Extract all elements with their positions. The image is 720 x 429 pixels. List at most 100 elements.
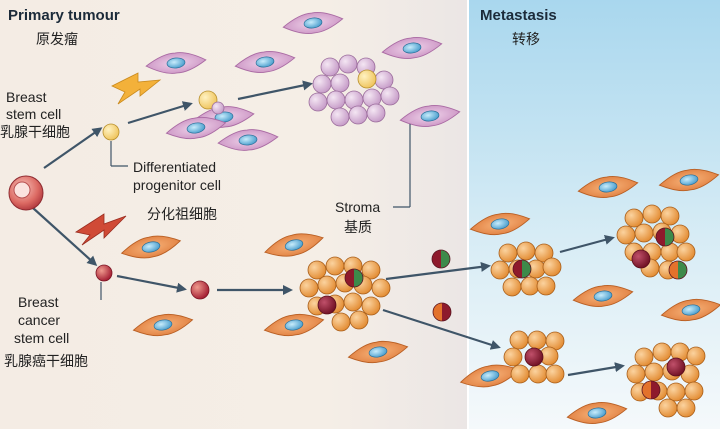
nucleus <box>598 181 618 193</box>
tumour-cell <box>349 310 369 330</box>
tumour-cell <box>361 296 381 316</box>
stromal-cell-purple <box>399 105 461 127</box>
label-breast-stem-cell-cn: 乳腺干细胞 <box>0 125 70 141</box>
tumour-cell <box>642 204 662 224</box>
tumour-cell <box>520 276 540 296</box>
cancer-stem-cell <box>524 347 544 367</box>
nucleus <box>238 134 258 146</box>
tumour-cell <box>652 342 672 362</box>
arrows <box>32 80 625 377</box>
tumour-cell <box>534 243 554 263</box>
stromal-cells <box>120 12 720 424</box>
label-breast-stem-cell: stem cell <box>6 106 61 122</box>
lilac-cell <box>330 107 350 127</box>
arrow-upper-to-metastasis <box>559 234 615 254</box>
lilac-cell <box>338 54 358 74</box>
tumour-cell <box>528 364 548 384</box>
stromal-cell-orange <box>120 235 182 259</box>
lilac-cell <box>326 90 346 110</box>
arrow-progenitor-to-cluster <box>127 101 193 125</box>
progenitor-cell <box>198 90 218 110</box>
label-differentiated-progenitor-cn: 分化祖细胞 <box>147 207 217 223</box>
tumour-cell <box>502 277 522 297</box>
stromal-cell-purple <box>282 12 344 34</box>
nucleus <box>284 239 304 251</box>
label-differentiated-progenitor: progenitor cell <box>133 177 221 193</box>
cell-groups <box>95 54 706 418</box>
progenitor-cell <box>102 123 120 141</box>
stromal-cell-orange <box>263 313 325 337</box>
nucleus <box>166 57 186 69</box>
disseminating-cell <box>432 302 452 322</box>
nucleus <box>153 319 173 331</box>
stromal-cell-orange <box>347 340 409 364</box>
lilac-cell <box>348 105 368 125</box>
tumour-cell <box>660 206 680 226</box>
stromal-cell-purple <box>217 129 279 151</box>
lilac-cell <box>366 103 386 123</box>
tumour-cell <box>331 312 351 332</box>
arrow-tumour-to-lower <box>382 308 501 350</box>
tumour-cell <box>307 260 327 280</box>
nucleus <box>593 290 613 302</box>
panel-title-metastasis: Metastasis <box>480 7 557 24</box>
breast-cancer-stem-cell <box>95 264 113 282</box>
nucleus <box>420 110 440 122</box>
tumour-cell <box>325 256 345 276</box>
label-differentiated-progenitor: Differentiated <box>133 159 216 175</box>
arrow-stem-to-cancer-stem <box>32 207 98 267</box>
nucleus <box>255 56 275 68</box>
stromal-cell-orange <box>132 313 194 337</box>
lilac-cell <box>330 73 350 93</box>
arrow-cluster-to-lilac <box>237 80 313 101</box>
arrow-tumour-to-upper <box>385 261 491 281</box>
stromal-cell-purple <box>234 51 296 73</box>
stromal-cell-orange <box>566 402 628 424</box>
label-breast-cancer-stem-cell: Breast <box>18 294 59 310</box>
lightning-bolt-icon <box>74 213 127 246</box>
cancer-stem-cell <box>631 249 651 269</box>
nucleus <box>402 42 422 54</box>
tumour-cell <box>490 260 510 280</box>
nucleus <box>587 407 607 419</box>
cancer-stem-cell <box>317 295 337 315</box>
arrow-lower-to-metastasis <box>567 362 625 377</box>
tumour-cell <box>299 278 319 298</box>
tumour-cell <box>536 276 556 296</box>
breast-stem-cell <box>8 175 44 211</box>
tumour-cell <box>686 346 706 366</box>
tumour-cell <box>542 257 562 277</box>
stromal-cell-orange <box>572 285 634 307</box>
nucleus <box>141 241 161 253</box>
tumour-cell <box>545 364 565 384</box>
label-breast-cancer-stem-cell: cancer <box>18 312 60 328</box>
tumour-cell <box>666 382 686 402</box>
stromal-cell-purple <box>381 37 443 59</box>
tumour-cell <box>510 364 530 384</box>
lightning-bolt-icon <box>111 72 162 105</box>
tumour-cell <box>684 381 704 401</box>
tumour-cell <box>676 398 696 418</box>
lilac-cell <box>374 70 394 90</box>
label-breast-cancer-stem-cell-cn: 乳腺癌干细胞 <box>4 354 88 370</box>
stromal-cell-orange <box>577 176 639 198</box>
tumour-cell <box>616 225 636 245</box>
mixed-cancer-cell <box>655 227 675 247</box>
tumour-cell <box>498 243 518 263</box>
lilac-cell <box>211 101 225 115</box>
tumour-cell <box>658 398 678 418</box>
tumour-cell <box>503 347 523 367</box>
stromal-cell-purple <box>145 52 207 74</box>
tumour-cell <box>361 260 381 280</box>
mixed-cancer-cell <box>344 268 364 288</box>
panel-title-primary-cn: 原发瘤 <box>36 31 78 48</box>
nucleus <box>480 370 500 382</box>
tumour-cell <box>371 278 391 298</box>
cancer-stem-cell <box>666 357 686 377</box>
lilac-cell <box>308 92 328 112</box>
mixed-cancer-cell <box>512 259 532 279</box>
nucleus <box>303 17 323 29</box>
stromal-cell-purple <box>165 116 227 140</box>
tumour-cell <box>676 242 696 262</box>
